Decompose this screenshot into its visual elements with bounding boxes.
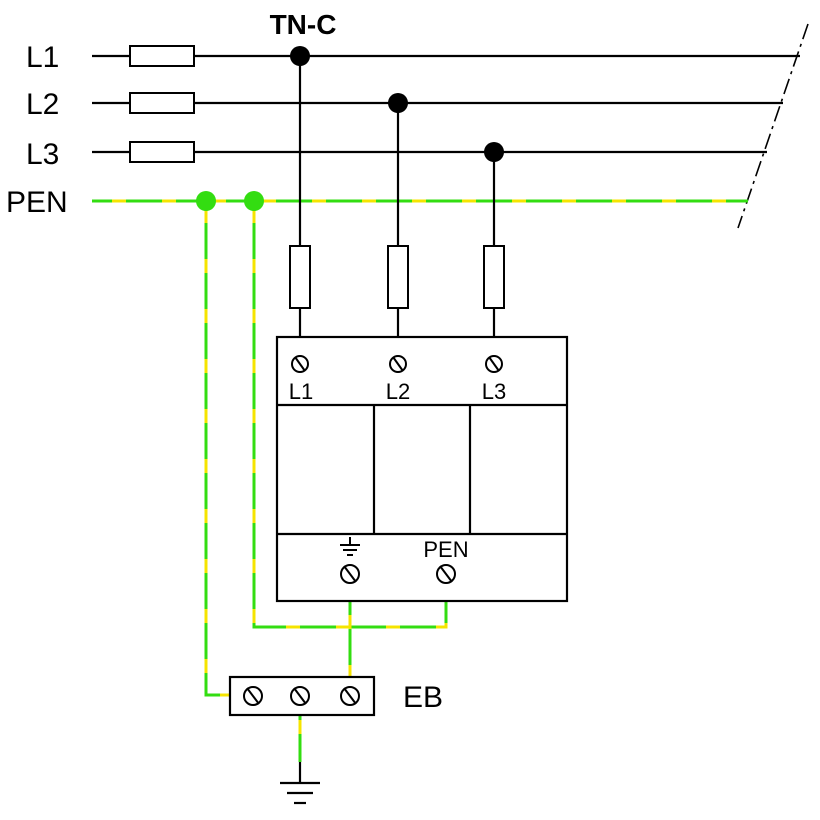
junction-dot-icon bbox=[244, 191, 264, 211]
equipotential-bar-label: EB bbox=[403, 681, 443, 714]
terminal-screw-icon bbox=[243, 686, 263, 706]
terminal-screw-icon bbox=[340, 686, 360, 706]
diagram-title: TN-C bbox=[270, 9, 337, 40]
line-label-pen: PEN bbox=[6, 186, 68, 219]
terminal-screw-icon bbox=[291, 355, 309, 373]
conductor-break-line bbox=[737, 23, 809, 229]
fuse-icon bbox=[129, 45, 195, 67]
terminal-screw-icon bbox=[436, 564, 456, 584]
fuse-icon bbox=[483, 245, 505, 309]
terminal-screw-icon bbox=[340, 564, 360, 584]
fuse-icon bbox=[387, 245, 409, 309]
earth-ground-icon bbox=[280, 762, 320, 805]
fuse-icon bbox=[129, 141, 195, 163]
line-label-l3: L3 bbox=[26, 138, 59, 171]
fuse-icon bbox=[289, 245, 311, 309]
spd-bottom-terminals bbox=[340, 564, 456, 584]
line-label-l1: L1 bbox=[26, 41, 59, 74]
spd-top-terminals bbox=[291, 355, 503, 373]
terminal-screw-icon bbox=[485, 355, 503, 373]
terminal-screw-icon bbox=[389, 355, 407, 373]
junction-dots bbox=[196, 46, 504, 211]
main-fuses bbox=[129, 45, 195, 163]
spd-terminal-label-l1: L1 bbox=[289, 379, 313, 404]
equipotential-bar-terminals bbox=[243, 686, 360, 706]
surge-protection-device bbox=[275, 335, 569, 603]
terminal-screw-icon bbox=[290, 686, 310, 706]
backup-fuses bbox=[289, 245, 505, 309]
spd-terminal-label-l2: L2 bbox=[386, 379, 410, 404]
line-label-l2: L2 bbox=[26, 88, 59, 121]
spd-earth-symbol bbox=[340, 537, 360, 556]
phase-conductors bbox=[92, 54, 800, 154]
junction-dot-icon bbox=[196, 191, 216, 211]
spd-terminal-label-pen: PEN bbox=[423, 537, 468, 562]
spd-terminal-label-l3: L3 bbox=[482, 379, 506, 404]
fuse-icon bbox=[129, 92, 195, 114]
